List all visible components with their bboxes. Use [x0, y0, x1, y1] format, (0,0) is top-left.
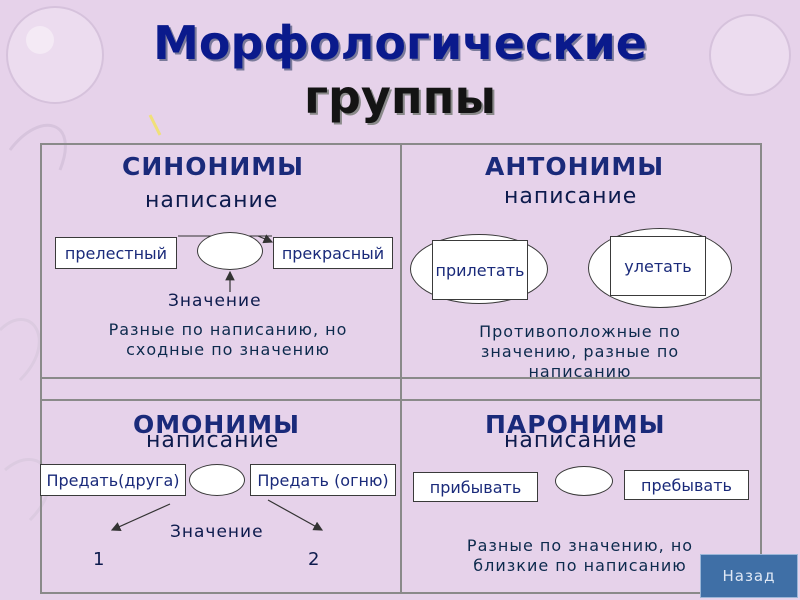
antonyms-heading: АНТОНИМЫ: [485, 152, 665, 181]
antonyms-word1-box: прилетать: [432, 240, 528, 300]
grid-bottom-border: [40, 592, 762, 594]
page-title: Морфологические: [153, 16, 647, 70]
grid-horizontal-divider-2: [40, 399, 762, 401]
antonyms-word1: прилетать: [435, 260, 525, 280]
synonyms-word1: прелестный: [64, 243, 168, 263]
homonyms-word1-box: Предать(друга): [40, 464, 186, 496]
antonyms-description-line3: написанию: [528, 362, 632, 381]
paronyms-word2: пребывать: [641, 475, 732, 495]
paronyms-description: Разные по значению, но близкие по написа…: [430, 536, 730, 576]
back-button-label: Назад: [722, 567, 776, 585]
homonyms-number-2: 2: [308, 549, 321, 570]
homonyms-number-1: 1: [93, 549, 106, 570]
paronyms-spelling-label: написание: [504, 428, 638, 453]
synonyms-description: Разные по написанию, но сходные по значе…: [78, 320, 378, 360]
homonyms-word2: Предать (огню): [257, 470, 389, 490]
homonyms-word1: Предать(друга): [46, 470, 180, 490]
grid-left-border: [40, 143, 42, 593]
synonyms-heading: СИНОНИМЫ: [122, 152, 305, 181]
antonyms-spelling-label: написание: [504, 184, 638, 209]
homonyms-word2-box: Предать (огню): [250, 464, 396, 496]
antonyms-word2-box: улетать: [610, 236, 706, 296]
paronyms-description-line1: Разные по значению, но: [466, 536, 694, 555]
synonyms-word1-box: прелестный: [55, 237, 177, 269]
synonyms-spelling-label: написание: [145, 188, 279, 213]
grid-vertical-divider: [400, 143, 402, 593]
paronyms-word2-box: пребывать: [624, 470, 749, 500]
paronyms-description-line2: близкие по написанию: [473, 556, 687, 575]
antonyms-description: Противоположные по значению, разные по н…: [430, 322, 730, 382]
synonyms-description-line2: сходные по значению: [126, 340, 330, 359]
synonyms-word2: прекрасный: [281, 243, 385, 263]
antonyms-description-line1: Противоположные по: [479, 322, 681, 341]
homonyms-meaning-label: Значение: [170, 522, 264, 542]
homonyms-center-ellipse: [189, 464, 245, 496]
synonyms-center-ellipse: [197, 232, 263, 270]
homonyms-heading: ОМОНИМЫ: [133, 410, 301, 439]
antonyms-word2: улетать: [624, 256, 692, 276]
synonyms-meaning-label: Значение: [168, 291, 262, 311]
page-title-line2: группы: [303, 70, 497, 124]
paronyms-center-ellipse: [555, 466, 613, 496]
antonyms-description-line2: значению, разные по: [480, 342, 680, 361]
grid-horizontal-divider: [40, 377, 762, 379]
paronyms-word1: прибывать: [429, 477, 522, 497]
homonyms-spelling-label: написание: [146, 428, 280, 453]
grid-right-border: [760, 143, 762, 593]
synonyms-description-line1: Разные по написанию, но: [108, 320, 348, 339]
paronyms-word1-box: прибывать: [413, 472, 538, 502]
paronyms-heading: ПАРОНИМЫ: [485, 410, 666, 439]
synonyms-word2-box: прекрасный: [273, 237, 393, 269]
back-button[interactable]: Назад: [700, 554, 798, 598]
